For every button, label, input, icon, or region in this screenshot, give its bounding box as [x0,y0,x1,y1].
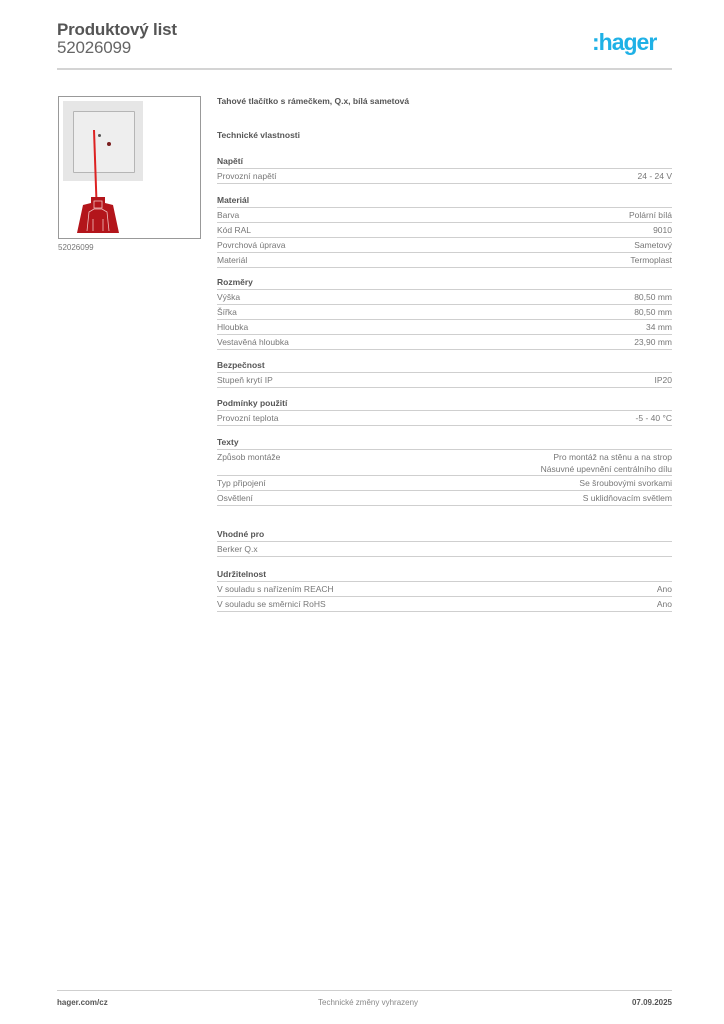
row-label: Provozní napětí [217,171,277,181]
section-title: Vhodné pro [217,528,672,542]
row-value-line: Násuvné upevnění centrálního dílu [540,464,672,474]
row-value: 80,50 mm [634,307,672,317]
section-sustainability: Udržitelnost V souladu s nařízením REACH… [217,568,672,612]
row-value: IP20 [654,375,673,385]
row-value: 24 - 24 V [637,171,673,181]
row-label: Způsob montáže [217,452,281,462]
table-row: Kód RAL 9010 [217,223,672,238]
table-row: Materiál Termoplast [217,253,672,268]
section-title: Texty [217,436,672,450]
section-material: Materiál Barva Polární bílá Kód RAL 9010… [217,194,672,268]
cord-hole-icon [107,142,111,146]
section-safety: Bezpečnost Stupeň krytí IP IP20 [217,359,672,388]
pull-handle-person-icon [77,197,119,233]
row-value: 9010 [653,225,672,235]
row-value: 80,50 mm [634,292,672,302]
section-suitable-for: Vhodné pro Berker Q.x [217,528,672,557]
row-value: Sametový [634,240,672,250]
table-row: Berker Q.x [217,542,672,557]
hager-logo: :hager [592,29,657,55]
section-dimensions: Rozměry Výška 80,50 mm Šířka 80,50 mm Hl… [217,276,672,350]
row-value: Ano [656,584,672,594]
footer-date: 07.09.2025 [631,998,672,1007]
row-label: Vestavěná hloubka [217,337,289,347]
led-indicator-icon [98,134,101,137]
row-value: S uklidňovacím světlem [582,493,672,503]
header-divider [57,68,672,70]
table-row: Vestavěná hloubka 23,90 mm [217,335,672,350]
product-number: 52026099 [57,38,132,57]
product-title: Tahové tlačítko s rámečkem, Q.x, bílá sa… [217,96,410,106]
row-label: Povrchová úprava [217,240,286,250]
table-row: Způsob montáže Pro montáž na stěnu a na … [217,450,672,476]
section-title: Podmínky použití [217,397,672,411]
section-title: Rozměry [217,276,672,290]
footer-divider [57,990,672,991]
tech-properties-heading: Technické vlastnosti [217,130,300,140]
row-label: Provozní teplota [217,413,279,423]
table-row: Stupeň krytí IP IP20 [217,373,672,388]
row-label: Kód RAL [217,225,252,235]
table-row: Provozní teplota -5 - 40 °C [217,411,672,426]
section-usage-conditions: Podmínky použití Provozní teplota -5 - 4… [217,397,672,426]
table-row: Hloubka 34 mm [217,320,672,335]
product-image [58,96,201,239]
section-texts: Texty Způsob montáže Pro montáž na stěnu… [217,436,672,506]
section-title: Bezpečnost [217,359,672,373]
row-label: Materiál [217,255,248,265]
page-title: Produktový list [57,20,177,39]
section-voltage: Napětí Provozní napětí 24 - 24 V [217,155,672,184]
row-label: Stupeň krytí IP [217,375,273,385]
row-value: 34 mm [646,322,672,332]
row-label: Typ připojení [217,478,266,488]
row-label: Šířka [217,307,237,317]
row-label: Berker Q.x [217,544,258,554]
row-value: Ano [656,599,672,609]
row-value: -5 - 40 °C [635,413,672,423]
row-value: Pro montáž na stěnu a na strop Násuvné u… [541,451,672,475]
row-label: Barva [217,210,240,220]
table-row: V souladu se směrnicí RoHS Ano [217,597,672,612]
switch-frame [63,101,143,181]
table-row: Provozní napětí 24 - 24 V [217,169,672,184]
section-title: Napětí [217,155,672,169]
section-title: Materiál [217,194,672,208]
section-title: Udržitelnost [217,568,672,582]
row-value: Termoplast [630,255,672,265]
row-value: Se šroubovými svorkami [579,478,672,488]
table-row: Výška 80,50 mm [217,290,672,305]
row-value: 23,90 mm [634,337,672,347]
row-value-line: Pro montáž na stěnu a na strop [553,452,672,462]
row-value: Polární bílá [629,210,672,220]
table-row: Barva Polární bílá [217,208,672,223]
row-label: V souladu s nařízením REACH [217,584,334,594]
footer-disclaimer: Technické změny vyhrazeny [318,998,419,1007]
footer-website-link[interactable]: hager.com/cz [57,998,108,1007]
row-label: V souladu se směrnicí RoHS [217,599,326,609]
row-label: Výška [217,292,241,302]
row-label: Osvětlení [217,493,253,503]
image-caption: 52026099 [58,243,94,252]
table-row: Typ připojení Se šroubovými svorkami [217,476,672,491]
table-row: V souladu s nařízením REACH Ano [217,582,672,597]
table-row: Osvětlení S uklidňovacím světlem [217,491,672,506]
switch-rocker [73,111,135,173]
table-row: Šířka 80,50 mm [217,305,672,320]
row-label: Hloubka [217,322,249,332]
table-row: Povrchová úprava Sametový [217,238,672,253]
